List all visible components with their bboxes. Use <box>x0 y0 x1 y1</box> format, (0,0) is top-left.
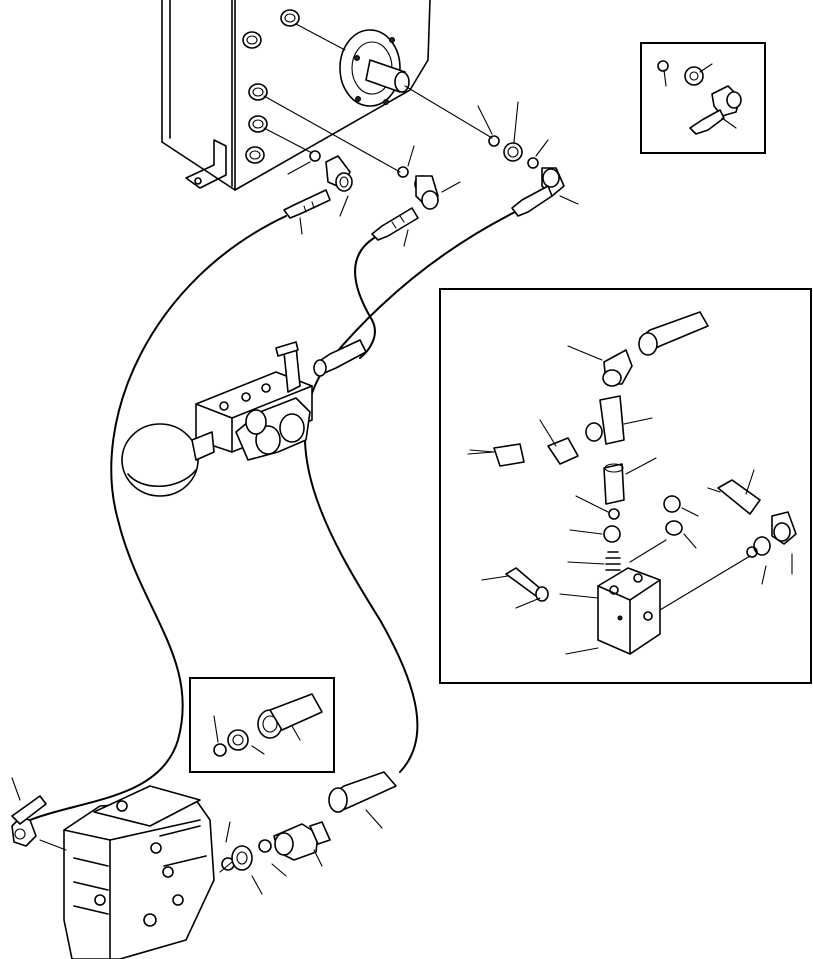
tank-port <box>245 146 265 164</box>
leader-lines <box>11 63 793 895</box>
fitting-group-c <box>488 135 565 217</box>
tank-port <box>248 115 268 133</box>
tank-port <box>248 83 268 101</box>
fitting-group-b <box>371 166 439 241</box>
manifold-block <box>597 567 661 655</box>
tank-port <box>280 9 300 27</box>
inset-top-right <box>640 42 766 154</box>
pump-assembly <box>11 785 215 959</box>
valve-assembly <box>121 339 367 497</box>
hose-lines <box>29 211 516 821</box>
hydraulic-tank <box>161 0 493 191</box>
tank-port <box>242 31 262 49</box>
inset-lower-left <box>189 677 335 773</box>
inset-right-detail <box>439 288 812 684</box>
fitting-group-a <box>283 150 353 219</box>
pump-fittings <box>219 771 397 873</box>
tank-flange <box>339 29 410 107</box>
accumulator <box>121 423 215 497</box>
